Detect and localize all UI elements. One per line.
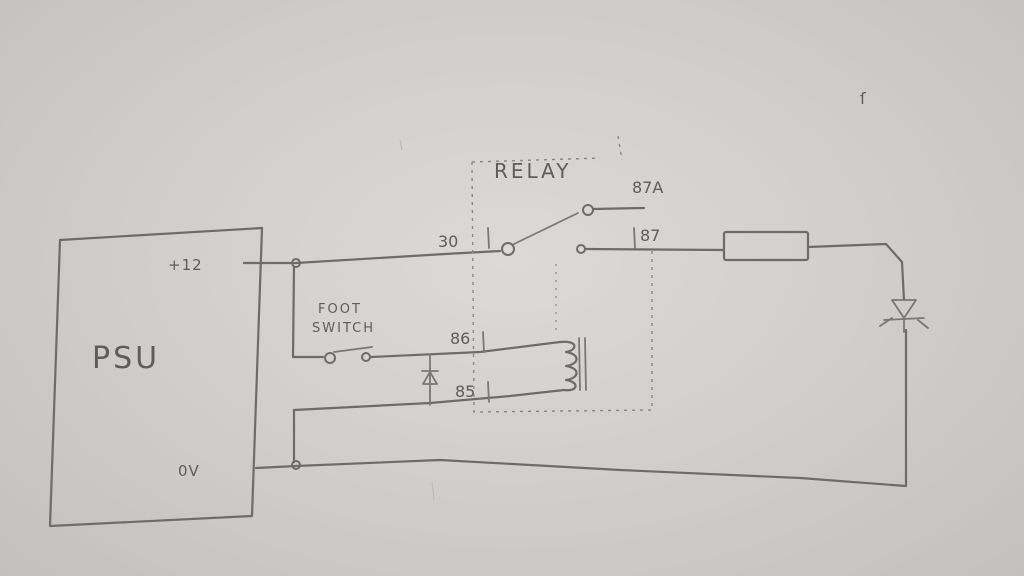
flyback-diode <box>421 354 439 406</box>
pin-87a-label: 87A <box>632 178 663 197</box>
pin-85-wire <box>292 388 566 412</box>
load-diode-marks <box>879 317 929 329</box>
pin-86-wire <box>369 340 562 359</box>
foot-switch-contact-left <box>324 352 336 364</box>
foot-switch-label-line1: FOOT <box>318 302 362 317</box>
relay-coil-core <box>578 337 587 391</box>
pencil-smudge <box>399 139 435 501</box>
pin-87-contact <box>576 244 586 254</box>
foot-switch-label-line2: SWITCH <box>312 321 375 336</box>
relay-switch-arm <box>513 212 579 245</box>
pin-87-tick <box>633 227 636 249</box>
pin-87-wire <box>584 247 726 252</box>
pin-85-tick <box>487 381 490 403</box>
zero-volt-label: 0V <box>178 462 200 480</box>
plus-12-junction <box>291 258 301 268</box>
load-diode <box>883 299 925 333</box>
plus-12-wire <box>242 249 502 265</box>
psu-box <box>48 226 264 528</box>
pin-30-tick <box>487 227 490 249</box>
pin-87a-stub <box>591 206 646 211</box>
foot-switch-contact-right <box>361 352 371 362</box>
pin-30-label: 30 <box>438 232 458 251</box>
pin-30-contact <box>501 242 515 256</box>
resistor-to-led-wire <box>806 242 906 302</box>
psu-label: PSU <box>92 341 160 376</box>
pin-85-label: 85 <box>455 382 475 401</box>
load-resistor <box>722 230 810 262</box>
relay-enclosure <box>471 135 653 413</box>
relay-label: RELAY <box>494 159 571 183</box>
relay-coil <box>558 340 578 392</box>
pin-87-label: 87 <box>640 226 660 245</box>
pin-86-label: 86 <box>450 329 470 348</box>
zero-volt-wire <box>254 328 908 488</box>
pin-86-tick <box>482 331 485 353</box>
stray-mark: ſ <box>860 89 866 108</box>
pin-87a-contact <box>582 204 594 216</box>
plus-12-label: +12 <box>168 256 203 274</box>
foot-switch-lever <box>333 346 373 353</box>
foot-switch-feed-wire <box>291 265 325 359</box>
